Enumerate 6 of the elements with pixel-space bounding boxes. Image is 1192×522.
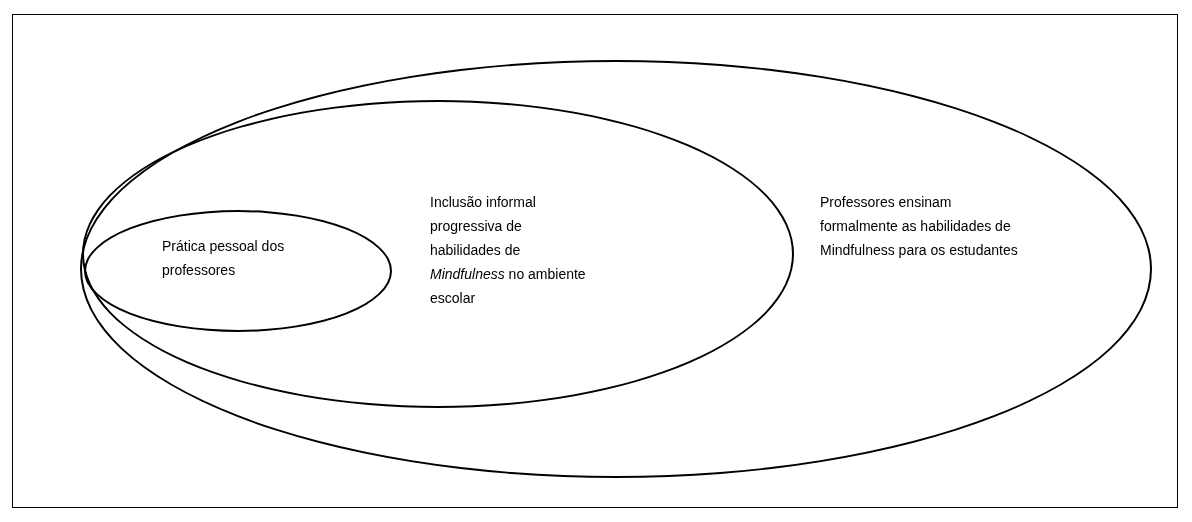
- outer-ellipse: [80, 60, 1152, 478]
- ellipse-label: Prática pessoal dos professores: [162, 237, 286, 280]
- ellipse-label: Professores ensinam formalmente as habilidades de Mindfulness para os estudantes: [820, 193, 1019, 260]
- inner-ellipse: [84, 210, 392, 332]
- middle-ellipse: [82, 100, 794, 408]
- ellipse-label: Inclusão informal progressiva de habilidades de Mindfulness no ambiente escolar: [430, 193, 587, 308]
